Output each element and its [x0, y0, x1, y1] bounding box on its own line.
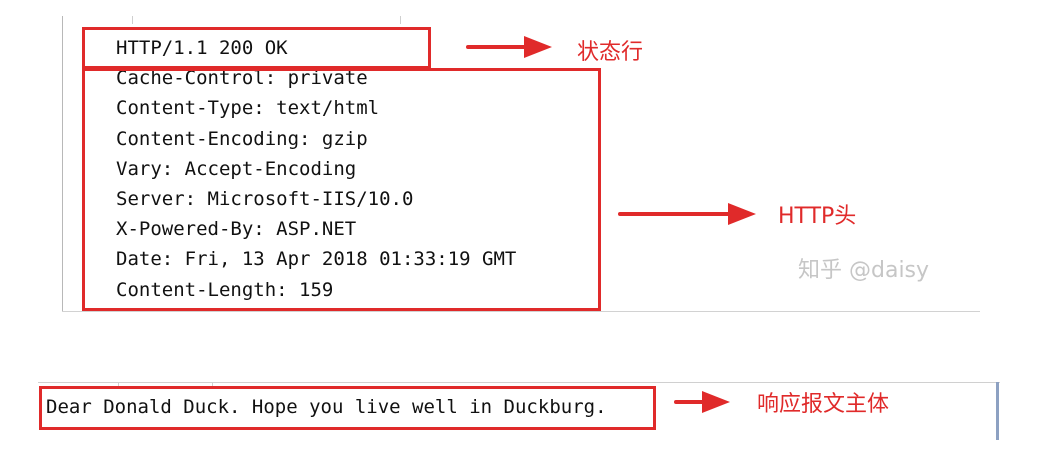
- body-highlight-box: [39, 386, 656, 430]
- header-line: Server: Microsoft-IIS/10.0: [116, 188, 414, 210]
- panel-left-border: [62, 16, 63, 312]
- headers-highlight-box: [82, 68, 601, 311]
- scrollbar-edge[interactable]: [996, 382, 999, 440]
- column-tick: [212, 382, 213, 388]
- status-line: HTTP/1.1 200 OK: [116, 37, 288, 59]
- header-line: Content-Length: 159: [116, 279, 334, 301]
- response-body-text: Dear Donald Duck. Hope you live well in …: [46, 396, 607, 418]
- panel-bottom-border: [62, 311, 980, 312]
- panel-top-border: [38, 382, 1000, 383]
- headers-annotation: HTTP头: [778, 204, 857, 229]
- header-line: Content-Encoding: gzip: [116, 128, 368, 150]
- response-body-panel: [38, 382, 1000, 440]
- column-tick: [400, 16, 401, 24]
- header-line: Vary: Accept-Encoding: [116, 158, 357, 180]
- header-line: Content-Type: text/html: [116, 97, 380, 119]
- column-tick: [118, 382, 119, 388]
- status-line-annotation: 状态行: [577, 40, 644, 65]
- header-line: Date: Fri, 13 Apr 2018 01:33:19 GMT: [116, 248, 517, 270]
- header-line: Cache-Control: private: [116, 67, 368, 89]
- watermark: 知乎 @daisy: [798, 258, 930, 283]
- header-line: X-Powered-By: ASP.NET: [116, 218, 357, 240]
- response-header-panel: [62, 16, 980, 312]
- column-tick: [132, 16, 133, 24]
- body-annotation: 响应报文主体: [757, 392, 890, 417]
- status-line-highlight-box: [82, 27, 431, 69]
